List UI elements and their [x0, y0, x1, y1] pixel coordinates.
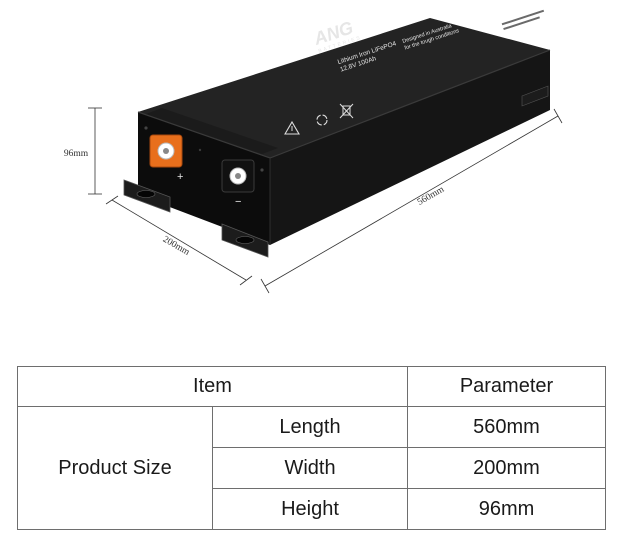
front-left-bracket [123, 179, 171, 213]
height-dimension-label: 96mm [64, 149, 89, 159]
row-value-length: 560mm [407, 406, 606, 448]
battery-body [137, 18, 551, 245]
height-dimension: 96mm [64, 107, 102, 195]
header-parameter: Parameter [407, 366, 606, 407]
table-header-row: Item Parameter [17, 366, 606, 407]
negative-mark: − [235, 196, 241, 208]
recycle-icon [316, 114, 328, 126]
rear-print [501, 9, 545, 31]
table-row: Product Size Length 560mm [17, 406, 606, 530]
spec-table: Item Parameter Product Size Length 560mm… [17, 366, 606, 530]
rear-bracket [521, 85, 549, 107]
row-value-width: 200mm [407, 447, 606, 489]
positive-mark: + [177, 171, 183, 183]
negative-terminal: − [221, 159, 255, 208]
row-name-width: Width [212, 447, 408, 489]
positive-terminal: + [149, 134, 183, 183]
front-right-bracket [221, 223, 269, 258]
warning-icon [284, 120, 300, 135]
header-item: Item [17, 366, 408, 407]
row-name-length: Length [212, 406, 408, 448]
no-bin-icon [339, 103, 354, 119]
battery-product-figure: 96mm 200mm 560mm [64, 9, 563, 294]
row-name-height: Height [212, 488, 408, 530]
table-row: Height 96mm [18, 488, 606, 530]
row-value-height: 96mm [407, 488, 606, 530]
group-label-product-size: Product Size [17, 406, 213, 530]
length-dimension-label: 560mm [416, 184, 447, 207]
